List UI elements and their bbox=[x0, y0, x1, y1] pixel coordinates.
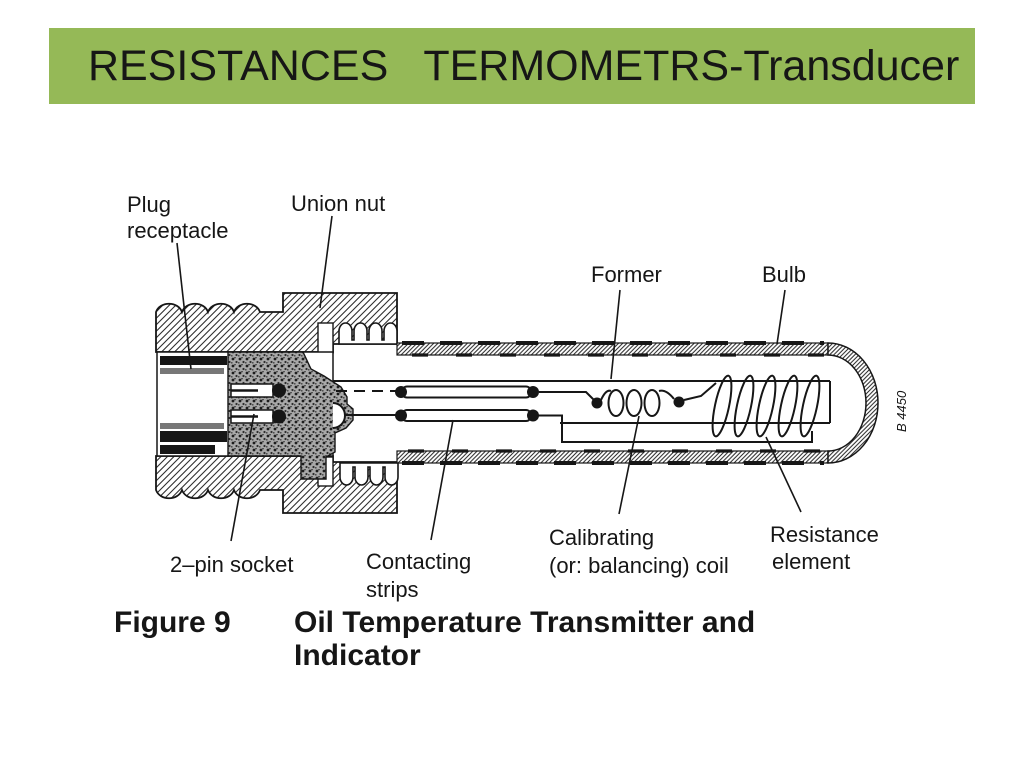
label-part-number: B 4450 bbox=[894, 390, 909, 432]
plug-nut-upper-body bbox=[155, 292, 398, 353]
label-plug-receptacle-line2: receptacle bbox=[127, 218, 229, 243]
flange-bump bbox=[332, 402, 346, 429]
thread-teeth-top bbox=[338, 322, 398, 345]
label-calibrating-coil-line2: (or: balancing) coil bbox=[549, 553, 729, 578]
contacting-strips bbox=[395, 385, 539, 422]
contact-bar bbox=[160, 356, 227, 365]
label-plug-receptacle-line1: Plug bbox=[127, 192, 171, 217]
leader-union-nut bbox=[319, 215, 333, 309]
wire-top bbox=[539, 391, 595, 401]
leader-two-pin-socket bbox=[230, 413, 255, 542]
label-bulb: Bulb bbox=[762, 262, 806, 287]
two-pin-socket bbox=[230, 383, 286, 424]
figure-caption: Figure 9 Oil Temperature Transmitter and… bbox=[114, 606, 755, 672]
bulb-tube bbox=[396, 341, 879, 465]
plug-and-nut-body bbox=[155, 292, 399, 514]
leader-bulb bbox=[776, 289, 786, 345]
leader-calibrating-coil bbox=[618, 415, 640, 515]
resistance-element-coil bbox=[711, 374, 821, 438]
label-contacting-strips-line1: Contacting bbox=[366, 549, 471, 574]
label-resistance-element-line1: Resistance bbox=[770, 522, 879, 547]
nut-gap-slot-top bbox=[317, 322, 334, 354]
leader-resistance-element bbox=[765, 436, 802, 513]
thread-teeth-bottom bbox=[339, 462, 399, 486]
title-bar: RESISTANCES TERMOMETRS-Transducer bbox=[49, 28, 975, 104]
leader-contacting-strips bbox=[430, 419, 454, 541]
label-calibrating-coil-line1: Calibrating bbox=[549, 525, 654, 550]
label-resistance-element-line2: element bbox=[772, 549, 850, 574]
wire-bottom bbox=[533, 414, 813, 443]
contact-bar bbox=[160, 445, 215, 454]
leader-plug-receptacle bbox=[176, 242, 192, 370]
diagram-labels: Plug receptacle Union nut Former Bulb 2–… bbox=[127, 191, 909, 602]
label-contacting-strips-line2: strips bbox=[366, 577, 419, 602]
wire-to-element bbox=[683, 382, 717, 401]
contact-bar bbox=[160, 431, 227, 442]
former bbox=[333, 380, 831, 424]
plug-nut-lower-body bbox=[155, 455, 398, 514]
contact-bar bbox=[160, 368, 224, 374]
leader-former bbox=[610, 289, 621, 380]
label-former: Former bbox=[591, 262, 662, 287]
label-two-pin-socket: 2–pin socket bbox=[170, 552, 294, 577]
label-union-nut: Union nut bbox=[291, 191, 385, 216]
caption-title-line2: Indicator bbox=[294, 639, 421, 672]
calibrating-coil bbox=[591, 389, 685, 417]
caption-title-line1: Oil Temperature Transmitter and bbox=[294, 606, 755, 639]
contact-bar bbox=[160, 423, 224, 429]
bulb-cap bbox=[827, 342, 879, 464]
leader-lines bbox=[176, 215, 802, 542]
caption-figure-number: Figure 9 bbox=[114, 606, 231, 639]
slide-title: RESISTANCES TERMOMETRS-Transducer bbox=[88, 41, 960, 90]
internals bbox=[332, 374, 831, 443]
